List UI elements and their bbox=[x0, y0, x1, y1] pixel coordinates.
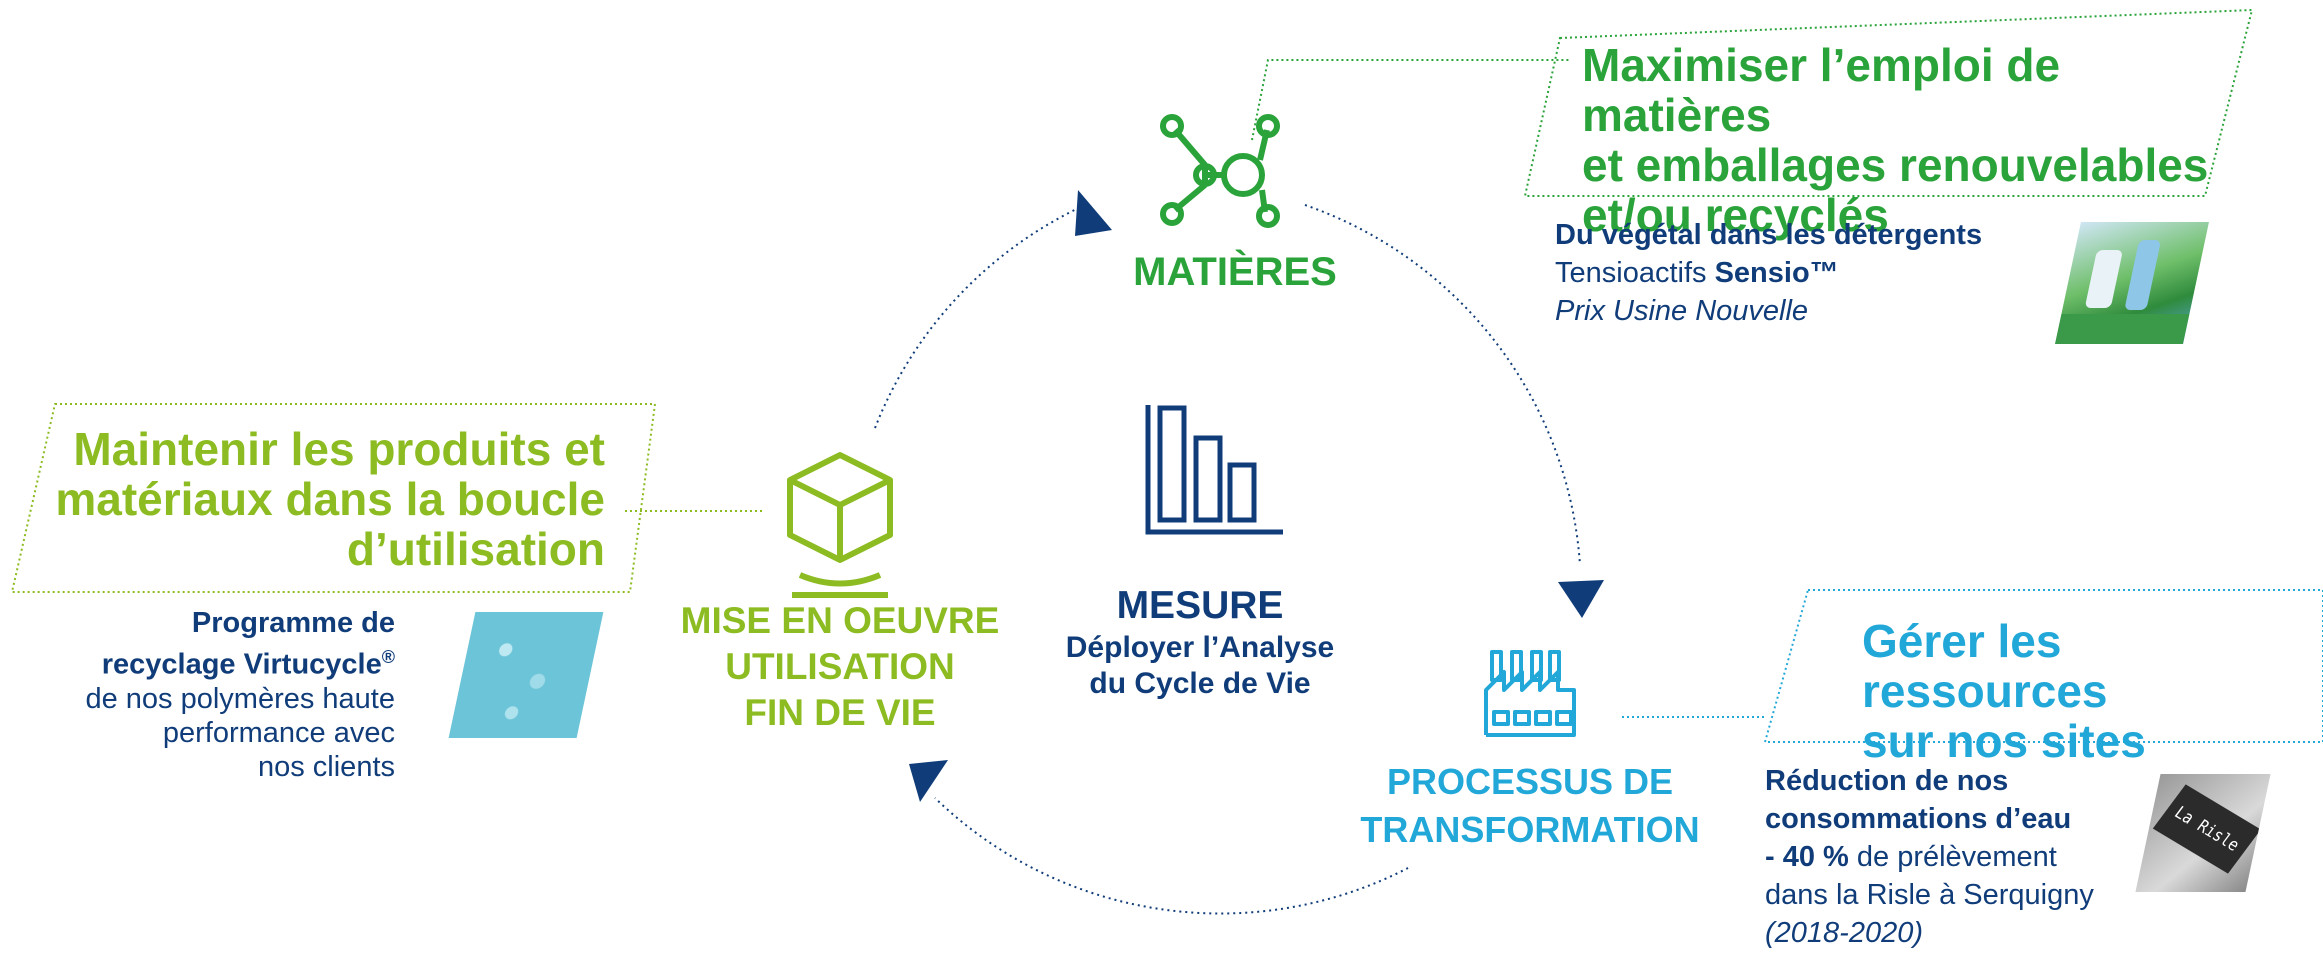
registered-mark: ® bbox=[381, 647, 395, 667]
node-mesure-line1: Déployer l’Analyse bbox=[1065, 631, 1335, 664]
grass-shape bbox=[2055, 314, 2190, 344]
example-virtucycle-title2-row: recyclage Virtucycle® bbox=[30, 640, 395, 682]
arrow-to-processus bbox=[1558, 580, 1604, 618]
example-vegetal-line3: Prix Usine Nouvelle bbox=[1555, 295, 1809, 327]
box-matieres-line1: Maximiser l’emploi de matières bbox=[1582, 39, 2061, 141]
factory-icon bbox=[1484, 650, 1576, 737]
node-mise-line3: FIN DE VIE bbox=[744, 692, 936, 733]
cycle-arc-bottom bbox=[934, 797, 1409, 915]
example-virtucycle-line3: de nos polymères haute bbox=[85, 682, 395, 715]
box-mise-title: Maintenir les produits et matériaux dans… bbox=[40, 424, 605, 574]
frame-top-right bbox=[1523, 8, 2254, 197]
node-mesure-line2: du Cycle de Vie bbox=[1089, 667, 1311, 700]
example-vegetal-line2: Tensioactifs Sensio™ bbox=[1555, 254, 2075, 292]
detergent-photo bbox=[2055, 222, 2209, 344]
molecule-icon bbox=[1160, 114, 1280, 228]
node-mise-line1: MISE EN OEUVRE bbox=[680, 600, 1000, 641]
connector-top-right bbox=[1251, 59, 1570, 141]
bar-chart-icon bbox=[1145, 405, 1283, 535]
box-matieres-line2: et emballages renouvelables bbox=[1582, 139, 2209, 191]
example-eau-title1: Réduction de nos bbox=[1765, 765, 2009, 797]
box-processus-line2: sur nos sites bbox=[1862, 715, 2146, 767]
box-matieres-line3: et/ou recyclés bbox=[1582, 189, 1889, 241]
example-virtucycle-line5: nos clients bbox=[257, 750, 395, 783]
example-vegetal-title: Du végétal dans les détergents bbox=[1555, 219, 1983, 251]
example-vegetal-prefix: Tensioactifs bbox=[1555, 257, 1715, 289]
example-vegetal-brand: Sensio™ bbox=[1714, 257, 1839, 289]
bottle-shape bbox=[2124, 240, 2162, 310]
example-eau-line4: dans la Risle à Serquigny bbox=[1765, 879, 2094, 911]
node-processus-line2: TRANSFORMATION bbox=[1360, 809, 1700, 850]
example-virtucycle-title2: recyclage Virtucycle bbox=[101, 648, 382, 681]
example-eau: Réduction de nos consommations d’eau - 4… bbox=[1765, 762, 2145, 952]
river-sign: La Risle bbox=[2152, 784, 2261, 874]
box-processus-title: Gérer les ressources sur nos sites bbox=[1862, 616, 2302, 766]
example-virtucycle: Programme de recyclage Virtucycle® de no… bbox=[30, 606, 395, 784]
example-eau-line5: (2018-2020) bbox=[1765, 917, 1923, 949]
frame-left bbox=[10, 403, 657, 593]
example-vegetal: Du végétal dans les détergents Tensioact… bbox=[1555, 216, 2075, 330]
example-eau-title2: consommations d’eau bbox=[1765, 803, 2072, 835]
example-eau-reduction: - 40 % bbox=[1765, 841, 1849, 873]
node-mise-label: MISE EN OEUVRE UTILISATION FIN DE VIE bbox=[680, 598, 1000, 736]
arrow-to-mise-en-oeuvre bbox=[909, 760, 948, 802]
arrow-to-matieres bbox=[1075, 190, 1112, 236]
example-virtucycle-line4: performance avec bbox=[162, 716, 395, 749]
node-matieres-label: MATIÈRES bbox=[1133, 250, 1337, 294]
bottle-shape bbox=[2084, 250, 2124, 308]
cycle-arc-left bbox=[874, 204, 1086, 429]
node-mesure-title: MESURE bbox=[1116, 584, 1284, 627]
box-matieres-title: Maximiser l’emploi de matières et emball… bbox=[1582, 40, 2222, 240]
example-eau-line3-rest: de prélèvement bbox=[1848, 841, 2057, 873]
cube-icon bbox=[787, 452, 893, 598]
example-eau-line3: - 40 % de prélèvement bbox=[1765, 838, 2145, 876]
box-mise-line1: Maintenir les produits et bbox=[73, 423, 605, 475]
node-mesure: MESURE Déployer l’Analyse du Cycle de Vi… bbox=[1050, 582, 1350, 702]
box-mise-line2: matériaux dans la boucle bbox=[55, 473, 605, 525]
example-virtucycle-title1: Programme de bbox=[191, 607, 395, 639]
node-processus-line1: PROCESSUS DE bbox=[1386, 761, 1674, 802]
node-processus-label: PROCESSUS DE TRANSFORMATION bbox=[1360, 758, 1700, 854]
node-mise-line2: UTILISATION bbox=[725, 646, 955, 687]
box-processus-line1: Gérer les ressources bbox=[1862, 615, 2108, 717]
box-mise-line3: d’utilisation bbox=[346, 523, 605, 575]
pellets-photo bbox=[448, 612, 604, 738]
